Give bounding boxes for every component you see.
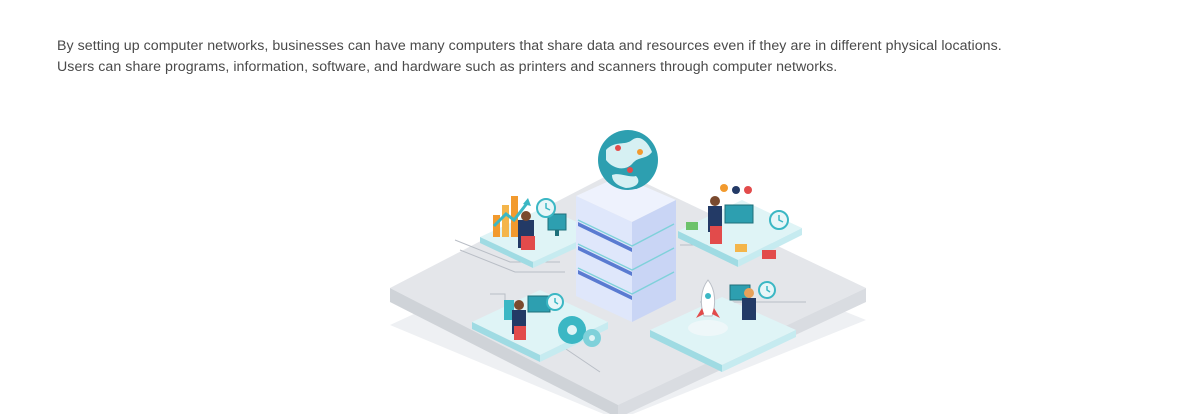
intro-text: By setting up computer networks, busines… (57, 36, 1195, 78)
network-illustration (380, 122, 880, 414)
clock-icon (546, 293, 564, 311)
intro-line-2: Users can share programs, information, s… (57, 59, 838, 75)
team-avatars (720, 184, 752, 194)
globe-icon (598, 130, 658, 190)
clock-icon (536, 198, 556, 218)
clock-icon (758, 281, 776, 299)
server-icon (576, 176, 676, 322)
monitor-icon (547, 213, 567, 236)
clock-icon (769, 210, 789, 230)
rocket-icon (688, 279, 728, 336)
bar-chart-icon (492, 196, 531, 237)
team-workstation (678, 184, 802, 267)
engineering-workstation (472, 290, 608, 362)
gear-icon (558, 316, 601, 347)
launch-workstation (650, 279, 796, 372)
intro-line-1: By setting up computer networks, busines… (57, 38, 1002, 54)
